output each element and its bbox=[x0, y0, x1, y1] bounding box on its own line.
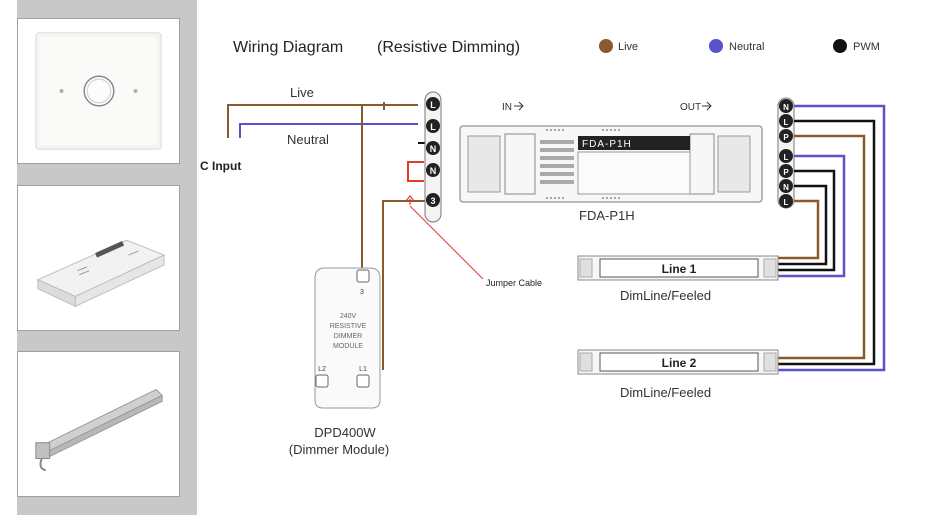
input-terminal-5: 3 bbox=[430, 196, 435, 206]
line-1-fixture: Line 1 bbox=[577, 255, 779, 281]
dimmer-print-3: DIMMER bbox=[334, 333, 362, 340]
legend-pwm-label: PWM bbox=[853, 41, 880, 53]
driver-out-label: OUT bbox=[680, 102, 701, 113]
jumper-cable bbox=[405, 161, 484, 280]
neutral-wire-label: Neutral bbox=[287, 132, 329, 147]
line-1-label: Line 1 bbox=[662, 262, 697, 276]
output-terminal-4: L bbox=[784, 153, 789, 162]
input-terminal-1: L bbox=[430, 100, 436, 110]
dimmer-module: 3 L2 L1 240V RESISTIVE DIMMER MODULE bbox=[314, 267, 381, 409]
dimmer-terminal-top: 3 bbox=[360, 289, 364, 296]
output-terminal-3: P bbox=[783, 133, 789, 142]
output-terminal-block: N L P L P N L bbox=[777, 97, 795, 209]
line-2-caption: DimLine/Feeled bbox=[620, 385, 711, 400]
driver-screen-text: FDA-P1H bbox=[582, 139, 632, 150]
driver-out-arrow-icon bbox=[702, 101, 712, 111]
diagram-title: Wiring Diagram bbox=[233, 39, 343, 56]
output-terminal-1: N bbox=[783, 103, 789, 112]
live-wire-label: Live bbox=[290, 85, 314, 100]
thumbnail-linear-light[interactable] bbox=[17, 351, 180, 497]
jumper-cable-label: Jumper Cable bbox=[486, 278, 542, 288]
input-terminal-3: N bbox=[430, 144, 437, 154]
output-wires bbox=[778, 104, 886, 372]
driver-in-label: IN bbox=[502, 102, 512, 113]
driver-fda-p1h: FDA-P1H bbox=[459, 125, 763, 203]
output-terminal-7: L bbox=[784, 198, 789, 207]
ac-input-label: C Input bbox=[200, 159, 241, 173]
input-terminal-4: N bbox=[430, 166, 437, 176]
dimmer-terminal-l2: L2 bbox=[318, 366, 326, 373]
thumbnail-driver[interactable] bbox=[17, 185, 180, 331]
diagram-subtitle: (Resistive Dimming) bbox=[377, 39, 520, 56]
output-terminal-2: L bbox=[784, 118, 789, 127]
linear-light-image bbox=[35, 388, 163, 472]
driver-name: FDA-P1H bbox=[579, 208, 635, 223]
output-terminal-5: P bbox=[783, 168, 789, 177]
legend-pwm-dot bbox=[833, 39, 847, 53]
dimmer-print-4: MODULE bbox=[333, 343, 363, 350]
driver-image bbox=[36, 239, 166, 308]
legend-neutral-dot bbox=[709, 39, 723, 53]
line-2-fixture: Line 2 bbox=[577, 349, 779, 375]
dimmer-caption: (Dimmer Module) bbox=[289, 442, 389, 457]
thumbnail-wall-dimmer[interactable] bbox=[17, 18, 180, 164]
wall-dimmer-image bbox=[35, 32, 162, 150]
line-2-label: Line 2 bbox=[662, 356, 697, 370]
legend-live-label: Live bbox=[618, 41, 638, 53]
dimmer-print-1: 240V bbox=[340, 313, 357, 320]
input-terminal-2: L bbox=[430, 122, 436, 132]
legend-live-dot bbox=[599, 39, 613, 53]
output-terminal-6: N bbox=[783, 183, 789, 192]
dimmer-terminal-l1: L1 bbox=[359, 366, 367, 373]
driver-in-arrow-icon bbox=[514, 101, 524, 111]
wiring-diagram: Wiring Diagram (Resistive Dimming) Live … bbox=[200, 0, 951, 515]
line-1-caption: DimLine/Feeled bbox=[620, 288, 711, 303]
dimmer-name: DPD400W bbox=[314, 425, 376, 440]
input-terminal-block: L L N N 3 bbox=[424, 91, 442, 223]
dimmer-print-2: RESISTIVE bbox=[330, 323, 367, 330]
legend-neutral-label: Neutral bbox=[729, 41, 764, 53]
